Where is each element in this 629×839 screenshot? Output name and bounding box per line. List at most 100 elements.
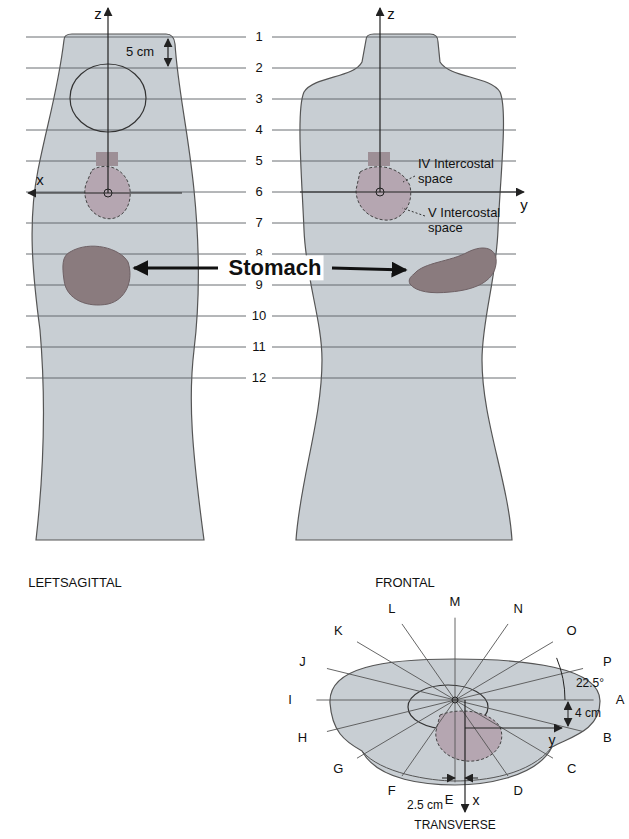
region-label: V Intercostal space [428, 206, 514, 236]
level-number: 4 [253, 123, 264, 138]
dimension-arrow [465, 778, 478, 779]
level-line [26, 68, 246, 69]
direction-ray [455, 700, 594, 701]
direction-letter: A [616, 693, 625, 708]
heart [356, 167, 411, 220]
direction-ray [455, 700, 456, 782]
axis-label: z [387, 5, 395, 22]
axis-label: z [94, 5, 102, 22]
sagittal-torso [32, 34, 204, 540]
view-title: TRANSVERSE [414, 819, 495, 833]
level-number: 10 [250, 309, 268, 324]
level-line [26, 378, 246, 379]
level-number: 2 [253, 61, 264, 76]
direction-ray [455, 700, 553, 758]
origin-mark [452, 697, 458, 703]
level-line [26, 130, 246, 131]
origin-mark [376, 188, 384, 196]
level-line [272, 223, 516, 224]
dimension-arrow [442, 778, 455, 779]
direction-letter: J [299, 655, 306, 670]
axis-label: x [473, 792, 480, 808]
direction-letter: B [603, 730, 612, 745]
level-number: 1 [253, 30, 264, 45]
dimension-label: 5 cm [126, 45, 154, 60]
direction-letter: H [298, 730, 307, 745]
level-line [272, 316, 516, 317]
level-line [272, 378, 516, 379]
axis-label: y [520, 196, 528, 213]
direction-letter: N [513, 602, 522, 617]
level-line [272, 347, 516, 348]
view-title: LEFTSAGITTAL [28, 576, 122, 591]
level-number: 12 [250, 371, 268, 386]
frontal-torso [296, 34, 512, 540]
direction-ray [455, 642, 553, 700]
level-line [26, 223, 246, 224]
direction-letter: D [513, 783, 522, 798]
axis-label: x [36, 171, 44, 188]
level-line [26, 347, 246, 348]
direction-letter: O [567, 623, 577, 638]
direction-ray [455, 700, 508, 776]
level-line [26, 254, 246, 255]
level-number: 3 [253, 92, 264, 107]
level-line [26, 285, 246, 286]
angle-label: 22.5° [576, 677, 604, 691]
level-line [26, 161, 246, 162]
level-line [26, 316, 246, 317]
direction-letter: G [333, 762, 343, 777]
direction-ray [357, 700, 455, 758]
level-line [26, 99, 246, 100]
level-number: 11 [250, 340, 268, 355]
level-line [272, 99, 516, 100]
x-axis [28, 192, 182, 193]
x-axis [464, 700, 465, 812]
level-line [272, 68, 516, 69]
level-line [26, 192, 246, 193]
stomach [409, 248, 496, 293]
heart-vessel [96, 152, 118, 166]
dimension-arrow [167, 39, 168, 66]
level-number: 6 [253, 185, 264, 200]
direction-rays [316, 618, 593, 783]
dimension-label: 2.5 cm [407, 799, 443, 813]
direction-ray [402, 624, 455, 700]
direction-ray [316, 700, 455, 701]
level-line [26, 37, 246, 38]
level-line [272, 130, 516, 131]
y-axis [465, 727, 562, 728]
leader-line [402, 208, 425, 216]
direction-letter: E [445, 793, 454, 808]
region-label: IV Intercostal space [418, 157, 512, 187]
stomach [63, 246, 130, 305]
leader-line [403, 176, 415, 182]
y-axis [300, 191, 524, 192]
angle-arc [557, 658, 565, 700]
level-lines [26, 37, 516, 378]
direction-letter: C [567, 762, 576, 777]
axis-label: y [549, 732, 556, 748]
organ-label: Stomach [227, 255, 324, 280]
direction-ray [455, 618, 456, 700]
direction-letter: M [450, 595, 461, 610]
direction-letter: K [334, 623, 343, 638]
z-axis [107, 8, 108, 193]
pointer-arrow [332, 268, 406, 270]
direction-letter: I [288, 693, 292, 708]
view-title: FRONTAL [375, 576, 435, 591]
pointer-arrow [134, 267, 218, 270]
direction-letter: F [388, 783, 396, 798]
level-number: 5 [253, 154, 264, 169]
dimension-label: 4 cm [575, 707, 601, 721]
direction-letter: L [388, 602, 395, 617]
direction-letter: P [603, 655, 612, 670]
dimension-arrow [568, 702, 569, 726]
level-line [272, 37, 516, 38]
z-axis [379, 8, 380, 192]
level-number: 7 [253, 216, 264, 231]
direction-ray [327, 700, 455, 732]
